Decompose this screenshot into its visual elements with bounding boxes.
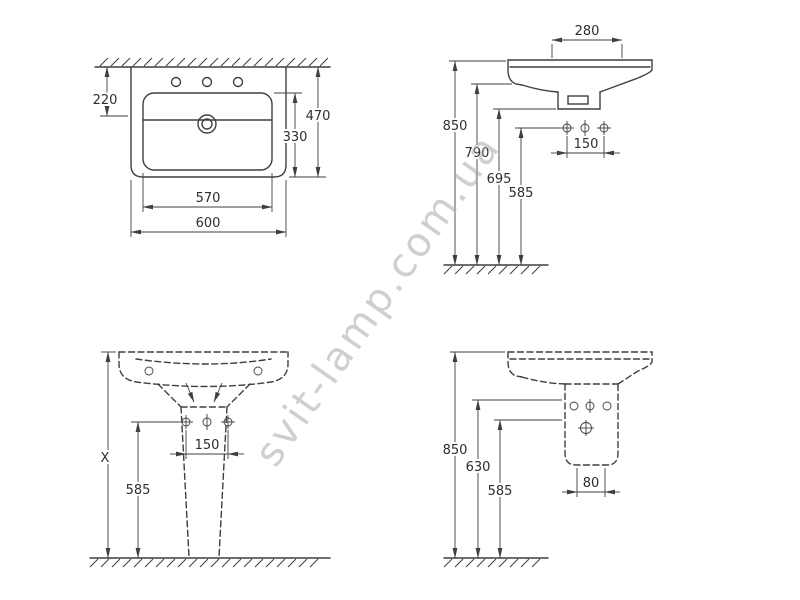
fixing-holes <box>179 414 235 430</box>
drain-hole <box>197 114 217 134</box>
dim-label-150: 150 <box>574 137 599 152</box>
dim-label-280: 280 <box>575 24 600 39</box>
dim-label-330: 330 <box>283 130 308 145</box>
dim-150: 150 <box>551 135 620 158</box>
height-dims: 850 790 695 585 <box>441 60 560 266</box>
height-dims: X 585 <box>99 351 179 559</box>
wall-hatch <box>99 57 329 67</box>
dim-label-790: 790 <box>465 146 490 161</box>
dim-280: 280 <box>551 22 623 58</box>
dim-label-850: 850 <box>443 443 468 458</box>
tap-holes <box>170 76 244 88</box>
floor-line <box>443 557 549 568</box>
dim-600: 600 <box>130 180 287 237</box>
floor-hatch <box>443 558 541 568</box>
dim-label-585: 585 <box>126 483 151 498</box>
side-view: 280 150 850 <box>441 22 653 275</box>
dim-570: 570 <box>142 173 273 212</box>
dim-220: 220 <box>91 66 128 117</box>
half-pedestal-dashed <box>564 383 619 466</box>
assembly-arrows <box>185 382 223 403</box>
height-dims: 850 630 585 <box>441 351 562 559</box>
dim-label-220: 220 <box>93 93 118 108</box>
basin-outline-dashed <box>118 351 289 388</box>
basin-profile <box>507 59 653 110</box>
floor-line <box>443 264 549 275</box>
dim-label-585: 585 <box>488 484 513 499</box>
dim-label-850: 850 <box>443 119 468 134</box>
dim-80: 80 <box>562 468 620 497</box>
plan-view: 220 470 330 570 600 <box>91 57 332 237</box>
floor-hatch <box>89 558 319 568</box>
dim-label-80: 80 <box>583 476 600 491</box>
side-half-pedestal-view: 850 630 585 80 <box>441 351 653 568</box>
dim-label-600: 600 <box>196 216 221 231</box>
floor-line <box>89 557 331 568</box>
dim-label-630: 630 <box>466 460 491 475</box>
dim-label-470: 470 <box>306 109 331 124</box>
floor-hatch <box>443 265 541 275</box>
dim-label-x: X <box>101 451 110 466</box>
dim-330: 330 <box>274 92 309 178</box>
dim-label-570: 570 <box>196 191 221 206</box>
dim-label-585: 585 <box>509 186 534 201</box>
wall-line <box>94 57 331 68</box>
dim-label-150: 150 <box>195 438 220 453</box>
fixing-holes <box>560 120 611 136</box>
fixing-holes <box>569 399 612 413</box>
drain-hole <box>578 420 594 436</box>
front-pedestal-view: 150 X 585 <box>89 351 331 568</box>
pedestal-outline-dashed <box>157 383 251 558</box>
dim-label-695: 695 <box>487 172 512 187</box>
basin-outline <box>130 66 287 178</box>
basin-profile-dashed <box>507 351 653 385</box>
dim-150: 150 <box>170 430 244 459</box>
